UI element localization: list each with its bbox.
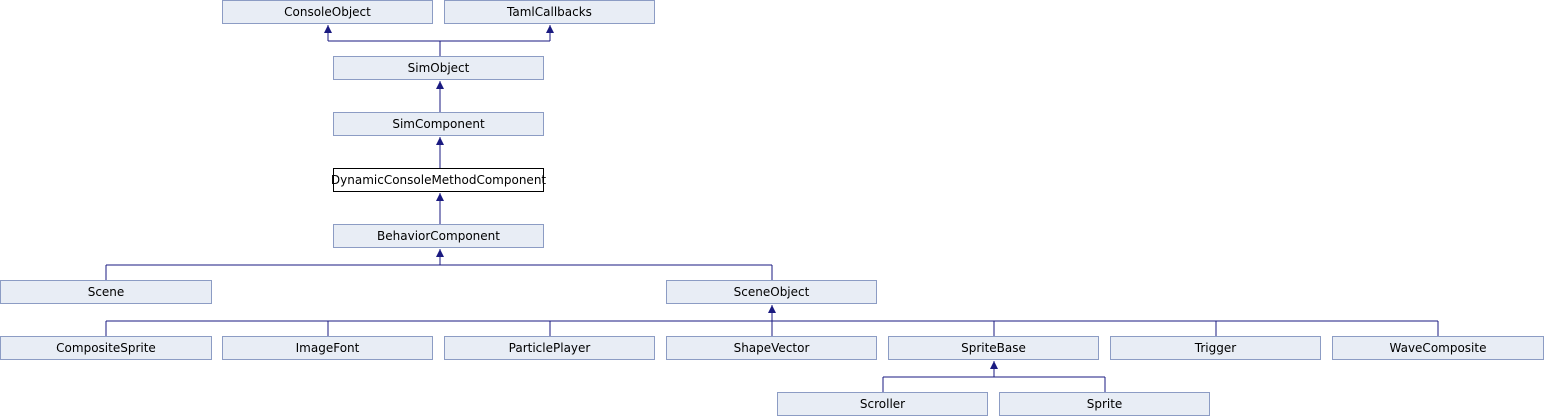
class-node-taml-callbacks[interactable]: TamlCallbacks [444, 0, 655, 24]
class-node-image-font[interactable]: ImageFont [222, 336, 433, 360]
class-node-composite-sprite[interactable]: CompositeSprite [0, 336, 212, 360]
class-node-sprite-base[interactable]: SpriteBase [888, 336, 1099, 360]
edge-spritebase-children [882, 376, 1106, 392]
class-node-sim-component[interactable]: SimComponent [333, 112, 544, 136]
edge-simobject-bases [327, 25, 551, 56]
class-node-shape-vector[interactable]: ShapeVector [666, 336, 877, 360]
class-node-wave-composite[interactable]: WaveComposite [1332, 336, 1544, 360]
class-node-scroller[interactable]: Scroller [777, 392, 988, 416]
edge-behavior-children [105, 264, 773, 280]
class-node-dynamic-console-method-component: DynamicConsoleMethodComponent [331, 168, 546, 192]
class-node-particle-player[interactable]: ParticlePlayer [444, 336, 655, 360]
class-node-console-object[interactable]: ConsoleObject [222, 0, 433, 24]
class-node-sprite[interactable]: Sprite [999, 392, 1210, 416]
class-node-sim-object[interactable]: SimObject [333, 56, 544, 80]
class-node-trigger[interactable]: Trigger [1110, 336, 1321, 360]
edge-sceneobject-children [105, 320, 1439, 336]
class-node-behavior-component[interactable]: BehaviorComponent [333, 224, 544, 248]
class-node-scene-object[interactable]: SceneObject [666, 280, 877, 304]
class-node-scene[interactable]: Scene [0, 280, 212, 304]
